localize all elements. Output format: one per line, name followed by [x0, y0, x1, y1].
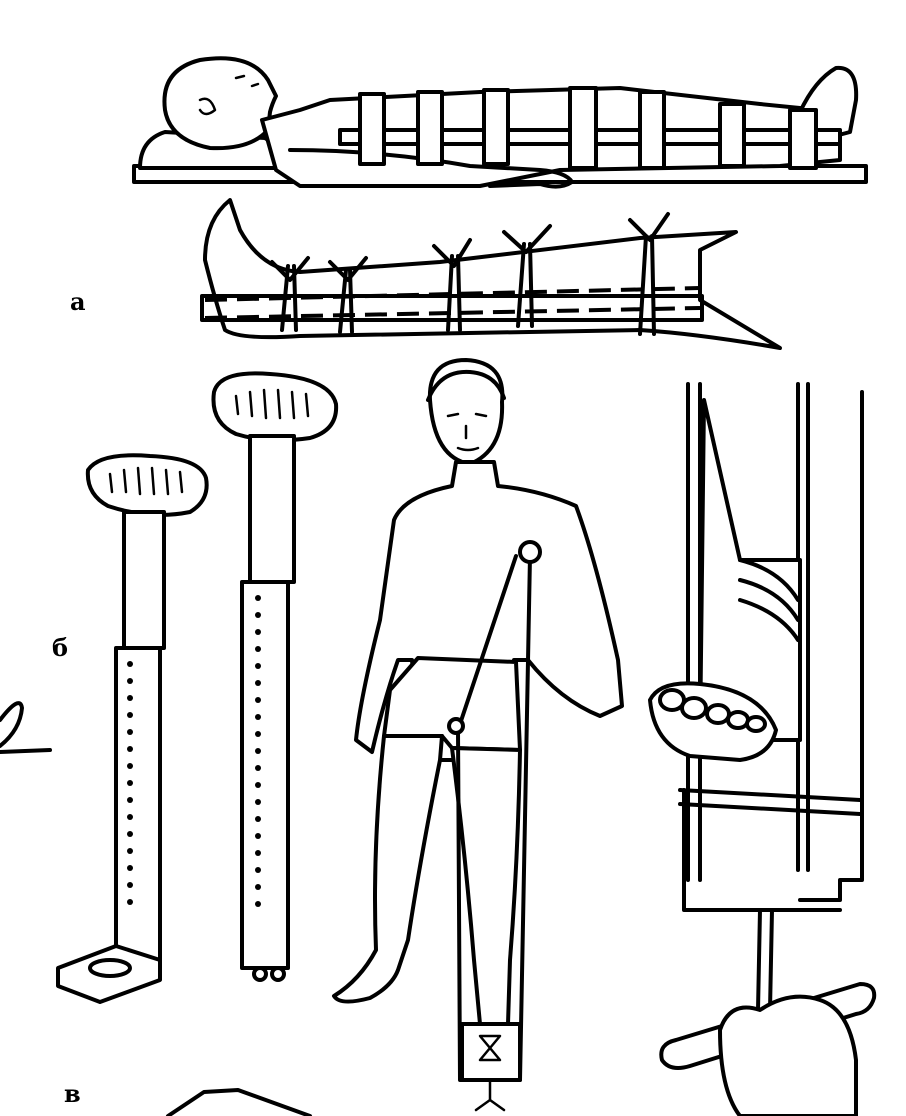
- splint-hole: [255, 697, 261, 703]
- splint-hole: [255, 867, 261, 873]
- hand: [718, 994, 858, 1116]
- splint-short-pad: [85, 453, 209, 517]
- strap: [358, 92, 386, 166]
- panel-label-a: а: [70, 287, 86, 316]
- splint-hole: [127, 712, 133, 718]
- strap: [718, 102, 746, 168]
- panel-a-lying-patient: [132, 56, 868, 189]
- patient-head: [162, 56, 278, 151]
- splint-hole: [255, 816, 261, 822]
- splint-hole: [127, 729, 133, 735]
- splint-top-knob: [518, 540, 542, 564]
- splint-hole: [127, 661, 133, 667]
- splint-tall-upper: [248, 434, 296, 584]
- splint-hole: [255, 731, 261, 737]
- partial-frame: [166, 1088, 312, 1116]
- tie: [328, 256, 368, 334]
- splint-hole: [255, 663, 261, 669]
- splint-hole: [127, 797, 133, 803]
- splint-hole: [255, 901, 261, 907]
- splint-hole: [127, 831, 133, 837]
- splint-foot-box: [460, 1022, 522, 1082]
- tie: [432, 238, 472, 332]
- panel-v-partial: [0, 701, 312, 1116]
- tie: [270, 256, 310, 332]
- panel-b-splint-short: [56, 453, 209, 1004]
- splint-knee-knob: [447, 717, 465, 735]
- splint-hole: [255, 765, 261, 771]
- panel-label-v: в: [64, 1079, 81, 1108]
- leg-outline: [203, 198, 782, 350]
- splint-holes: [127, 595, 261, 907]
- splint-short-lower: [114, 646, 162, 966]
- splint-hole: [127, 678, 133, 684]
- splint-hole: [255, 833, 261, 839]
- tie: [502, 224, 552, 328]
- splint-hole: [255, 646, 261, 652]
- splint-hole: [255, 612, 261, 618]
- boy-shorts: [382, 656, 522, 752]
- splint-hole: [255, 799, 261, 805]
- boy-right-leg: [450, 746, 522, 1026]
- bandage-wraps: [738, 558, 800, 642]
- partial-edge-drawing: [0, 701, 52, 754]
- splint-hole: [127, 882, 133, 888]
- panel-label-b: б: [52, 633, 69, 662]
- patient-face: [234, 74, 260, 88]
- panel-b-splint-tall: [211, 371, 339, 982]
- splint-hole: [127, 814, 133, 820]
- panel-b-standing-boy: [332, 358, 624, 1112]
- splint-hole: [255, 782, 261, 788]
- strap: [638, 90, 666, 170]
- panel-b-traction-device: [648, 382, 877, 1116]
- rail-far: [798, 390, 864, 902]
- boy-head: [427, 358, 505, 466]
- splint-hole: [255, 714, 261, 720]
- splint-hole: [127, 848, 133, 854]
- splint-hole: [255, 850, 261, 856]
- splint-short-upper: [122, 510, 166, 650]
- splint-hole: [127, 746, 133, 752]
- boy-face: [446, 412, 488, 452]
- frame-base: [678, 788, 862, 912]
- splint-hole: [127, 763, 133, 769]
- splint-hole: [127, 865, 133, 871]
- boy-hair: [426, 369, 506, 402]
- splint-outline: [200, 294, 704, 322]
- splint-hole: [127, 899, 133, 905]
- splint-tall-lower: [240, 580, 290, 970]
- boy-left-leg: [332, 734, 444, 1004]
- tension-rod: [756, 908, 774, 1012]
- splint-hole: [127, 780, 133, 786]
- patient-ear: [198, 97, 217, 116]
- splint-hole: [255, 595, 261, 601]
- splint-tension-knot: [474, 1034, 506, 1112]
- tie: [628, 212, 670, 336]
- strap: [788, 108, 818, 170]
- strap: [482, 88, 510, 166]
- strap: [568, 86, 598, 170]
- panel-a-leg-detail: [200, 198, 782, 350]
- splint-hole: [255, 629, 261, 635]
- splint-tall-pad: [211, 371, 339, 443]
- splint-hole: [255, 884, 261, 890]
- strap: [416, 90, 444, 166]
- splint-hole: [255, 748, 261, 754]
- splint-hole: [255, 680, 261, 686]
- splint-hole: [127, 695, 133, 701]
- splint-dashed-bottom: [204, 306, 701, 320]
